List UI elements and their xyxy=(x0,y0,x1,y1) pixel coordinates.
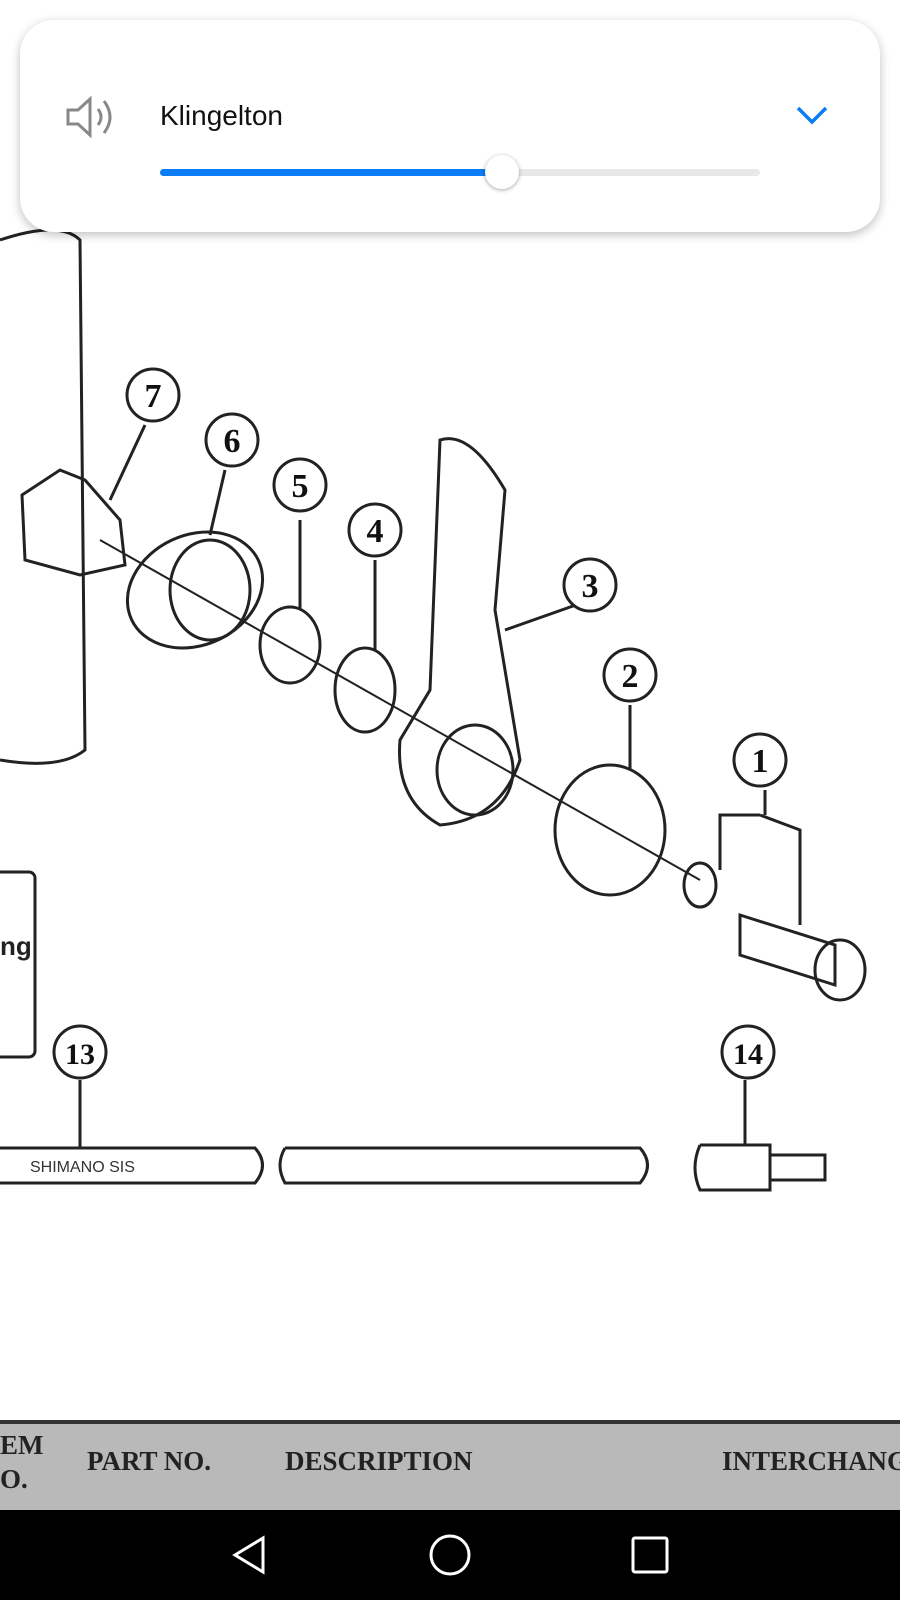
callout-3 xyxy=(562,557,618,613)
part-6-cap xyxy=(125,530,265,650)
callout-5-label: 5 xyxy=(292,468,309,505)
cable-label: SHIMANO SIS xyxy=(30,1159,135,1176)
header-item-no-2: O. xyxy=(0,1464,28,1494)
part-1-bolt xyxy=(738,912,837,988)
frame-tube xyxy=(0,228,87,765)
navigation-bar xyxy=(0,1510,900,1600)
callout-1 xyxy=(732,732,788,788)
callout-14-label: 14 xyxy=(733,1038,763,1071)
callout-7 xyxy=(125,367,181,423)
part-3-hub xyxy=(435,723,515,817)
header-item-no-1: EM xyxy=(0,1430,44,1460)
callout-5 xyxy=(272,457,328,513)
part-3-lever xyxy=(398,437,522,827)
callout-3-label: 3 xyxy=(582,568,599,605)
side-label-box xyxy=(0,870,37,1059)
side-label: ng xyxy=(0,931,32,961)
parts-table-header: EM O. PART NO. DESCRIPTION INTERCHANG xyxy=(0,1420,900,1513)
cable-housing-2 xyxy=(278,1146,649,1185)
part-1-washer xyxy=(682,861,718,909)
slider-thumb[interactable] xyxy=(485,155,519,189)
part-1-head xyxy=(813,938,867,1002)
callout-6-label: 6 xyxy=(224,423,241,460)
header-interchange: INTERCHANG xyxy=(722,1446,900,1476)
chevron-down-icon[interactable] xyxy=(792,100,832,130)
callout-4 xyxy=(347,502,403,558)
callout-13 xyxy=(52,1024,108,1080)
cable-housing xyxy=(0,1146,264,1185)
callout-4-label: 4 xyxy=(367,513,384,550)
header-part-no: PART NO. xyxy=(87,1446,212,1476)
stream-title: Klingelton xyxy=(160,100,283,131)
part-6-face xyxy=(168,538,252,642)
speaker-icon[interactable] xyxy=(62,92,118,142)
part-4-washer xyxy=(333,646,397,734)
part-5-washer xyxy=(258,605,322,685)
part-2-body xyxy=(553,763,667,897)
header-description: DESCRIPTION xyxy=(285,1446,473,1476)
callout-1-label: 1 xyxy=(752,743,769,780)
slider-fill xyxy=(160,169,502,176)
home-icon[interactable] xyxy=(425,1530,475,1580)
back-icon[interactable] xyxy=(225,1530,275,1580)
volume-panel: Klingelton xyxy=(20,20,880,232)
recents-icon[interactable] xyxy=(625,1530,675,1580)
callout-6 xyxy=(204,412,260,468)
callout-2 xyxy=(602,647,658,703)
callout-14 xyxy=(720,1024,776,1080)
callout-7-label: 7 xyxy=(145,378,162,415)
callout-13-label: 13 xyxy=(65,1038,95,1071)
part-7-clamp xyxy=(20,468,127,577)
exploded-parts-diagram: 1 2 3 4 5 6 7 13 14 SHIMANO SIS ng xyxy=(0,228,867,1192)
part-14-cap xyxy=(693,1143,827,1192)
volume-slider[interactable] xyxy=(160,152,760,192)
callout-2-label: 2 xyxy=(622,658,639,695)
